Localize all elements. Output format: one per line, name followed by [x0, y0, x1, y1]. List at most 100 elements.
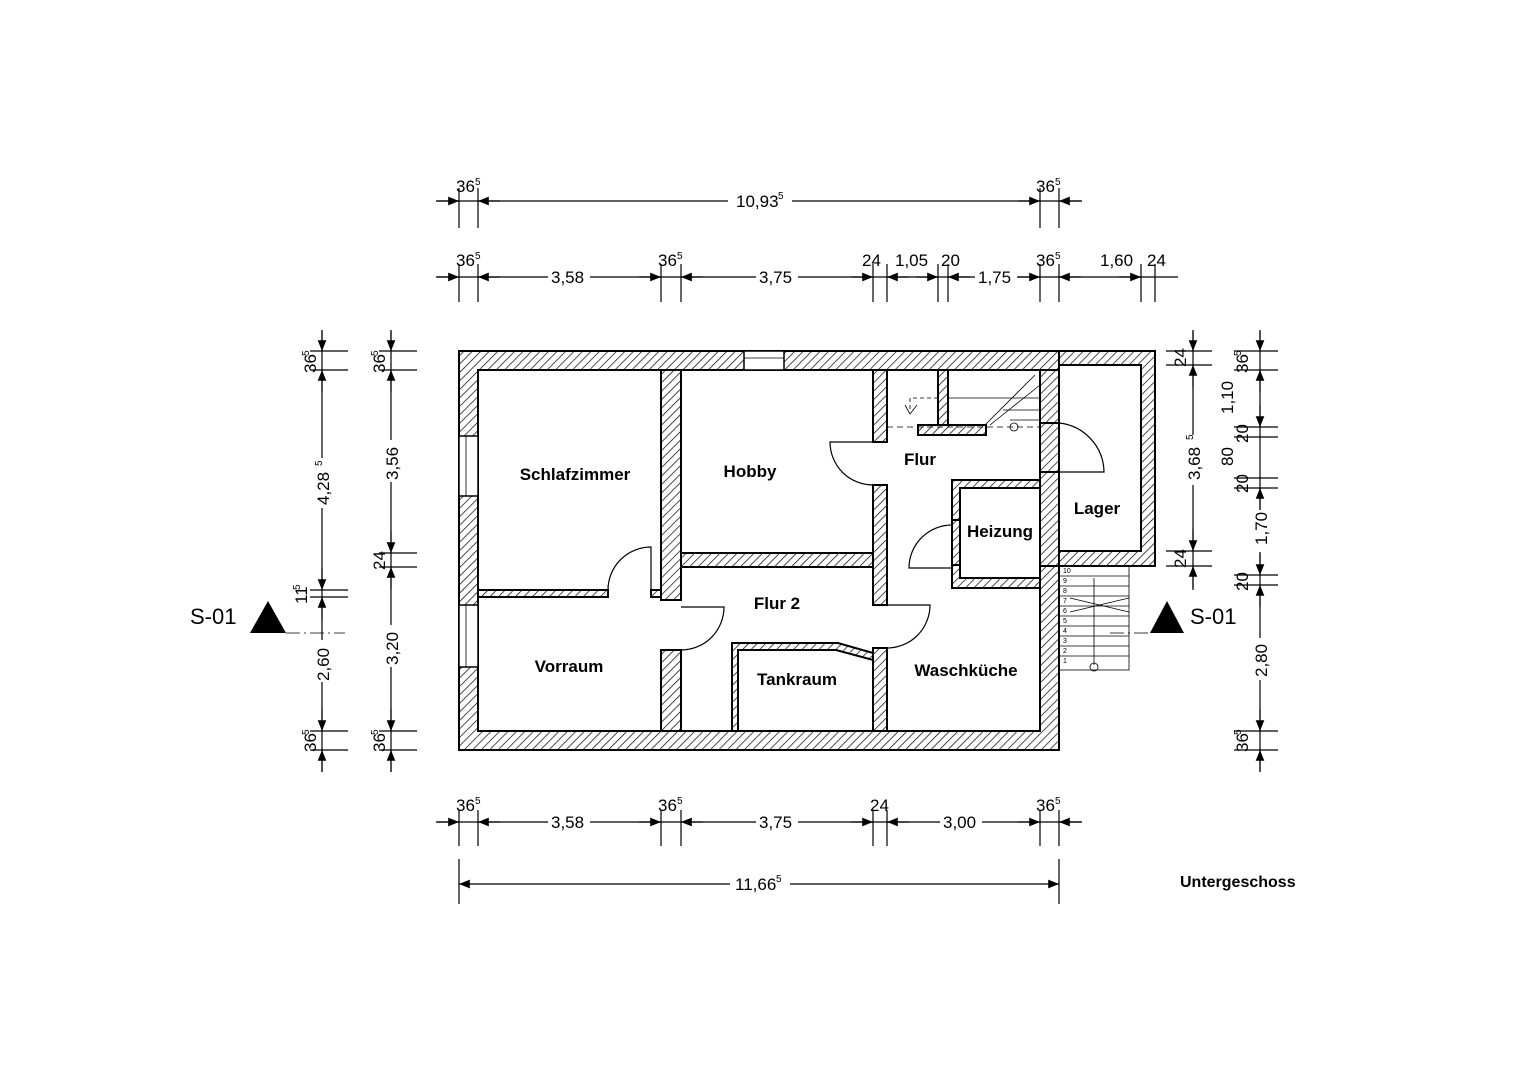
walls — [458, 350, 1156, 751]
svg-text:5: 5 — [1233, 350, 1244, 356]
dimension-right-outer: 36 5 1,10 20 80 20 1,70 20 2,80 36 5 — [1218, 330, 1278, 772]
svg-text:3,00: 3,00 — [943, 813, 976, 832]
svg-text:36: 36 — [456, 251, 475, 270]
svg-text:2,80: 2,80 — [1252, 644, 1271, 677]
svg-text:5: 5 — [1185, 434, 1196, 440]
room-hobby: Hobby — [724, 462, 777, 481]
svg-text:2,60: 2,60 — [314, 648, 333, 681]
svg-text:24: 24 — [1171, 348, 1190, 367]
section-triangle-icon — [250, 601, 286, 633]
svg-text:S-01: S-01 — [190, 604, 236, 629]
stair-number: 4 — [1063, 628, 1067, 635]
svg-text:3,20: 3,20 — [383, 632, 402, 665]
svg-text:20: 20 — [941, 251, 960, 270]
svg-text:20: 20 — [1233, 572, 1252, 591]
svg-text:36: 36 — [1036, 796, 1055, 815]
svg-text:5: 5 — [475, 251, 481, 262]
svg-text:5: 5 — [475, 796, 481, 807]
room-schlafzimmer: Schlafzimmer — [520, 465, 631, 484]
svg-text:24: 24 — [1147, 251, 1166, 270]
svg-text:5: 5 — [370, 350, 381, 356]
svg-text:36: 36 — [456, 177, 475, 196]
svg-text:5: 5 — [776, 874, 782, 885]
svg-text:36: 36 — [370, 733, 389, 752]
svg-text:1,60: 1,60 — [1100, 251, 1133, 270]
svg-text:5: 5 — [370, 729, 381, 735]
svg-text:5: 5 — [677, 251, 683, 262]
svg-text:36: 36 — [1036, 177, 1055, 196]
svg-text:4,28: 4,28 — [314, 472, 333, 505]
svg-text:11: 11 — [292, 586, 311, 604]
stair-number: 2 — [1063, 648, 1067, 655]
section-marker-right: S-01 — [1110, 601, 1236, 634]
svg-text:36: 36 — [1233, 733, 1252, 752]
svg-text:3,56: 3,56 — [383, 447, 402, 480]
svg-text:3,75: 3,75 — [759, 268, 792, 287]
section-triangle-icon — [1150, 601, 1184, 633]
svg-text:5: 5 — [677, 796, 683, 807]
svg-text:36: 36 — [370, 354, 389, 373]
svg-text:5: 5 — [292, 584, 303, 590]
svg-text:36: 36 — [658, 251, 677, 270]
room-flur: Flur — [904, 450, 936, 469]
svg-text:10,93: 10,93 — [736, 192, 779, 211]
section-marker-left: S-01 — [190, 601, 345, 634]
dimension-left-outer: 36 5 4,28 5 11 5 2,60 36 5 — [292, 330, 348, 772]
svg-text:36: 36 — [301, 733, 320, 752]
svg-text:24: 24 — [1171, 549, 1190, 568]
room-lager: Lager — [1074, 499, 1121, 518]
svg-text:20: 20 — [1233, 424, 1252, 443]
svg-text:24: 24 — [862, 251, 881, 270]
svg-text:24: 24 — [370, 551, 389, 570]
room-waschkueche: Waschküche — [914, 661, 1017, 680]
windows — [458, 350, 785, 668]
room-labels: Schlafzimmer Hobby Flur Lager Heizung Fl… — [520, 450, 1121, 689]
stair-number: 9 — [1063, 578, 1067, 585]
svg-text:80: 80 — [1218, 447, 1237, 466]
svg-text:36: 36 — [1036, 251, 1055, 270]
svg-text:11,66: 11,66 — [735, 875, 776, 894]
svg-text:36: 36 — [301, 354, 320, 373]
dimension-left-inner: 36 5 3,56 24 3,20 36 5 — [370, 330, 417, 772]
svg-text:1,05: 1,05 — [895, 251, 928, 270]
room-flur-2: Flur 2 — [754, 594, 800, 613]
stair-number: 3 — [1063, 638, 1067, 645]
svg-text:5: 5 — [314, 460, 325, 466]
svg-text:5: 5 — [301, 729, 312, 735]
stair-number: 5 — [1063, 618, 1067, 625]
room-heizung: Heizung — [967, 522, 1033, 541]
svg-text:S-01: S-01 — [1190, 604, 1236, 629]
stair-number: 7 — [1063, 598, 1067, 605]
svg-text:5: 5 — [1233, 729, 1244, 735]
svg-text:20: 20 — [1233, 474, 1252, 493]
svg-text:1,10: 1,10 — [1218, 381, 1237, 414]
svg-text:5: 5 — [1055, 251, 1061, 262]
dimension-right-inner: 24 3,68 5 24 — [1166, 330, 1212, 590]
svg-text:3,68: 3,68 — [1185, 447, 1204, 480]
svg-text:36: 36 — [456, 796, 475, 815]
svg-text:5: 5 — [778, 191, 784, 202]
svg-text:3,58: 3,58 — [551, 813, 584, 832]
stair-number: 8 — [1063, 588, 1067, 595]
stairs-upper — [887, 374, 1041, 432]
room-vorraum: Vorraum — [535, 657, 604, 676]
svg-text:24: 24 — [870, 796, 889, 815]
svg-text:3,58: 3,58 — [551, 268, 584, 287]
svg-text:5: 5 — [475, 177, 481, 188]
plan-title: Untergeschoss — [1180, 874, 1296, 891]
stair-number: 6 — [1063, 608, 1067, 615]
svg-text:36: 36 — [1233, 354, 1252, 373]
doors — [607, 422, 1105, 651]
svg-text:1,70: 1,70 — [1252, 512, 1271, 545]
stairs-outside: 10 9 8 7 6 5 4 3 2 1 — [1058, 565, 1130, 672]
svg-text:3,75: 3,75 — [759, 813, 792, 832]
stair-number: 10 — [1063, 568, 1071, 575]
svg-text:5: 5 — [1055, 177, 1061, 188]
svg-text:36: 36 — [658, 796, 677, 815]
svg-text:5: 5 — [301, 350, 312, 356]
